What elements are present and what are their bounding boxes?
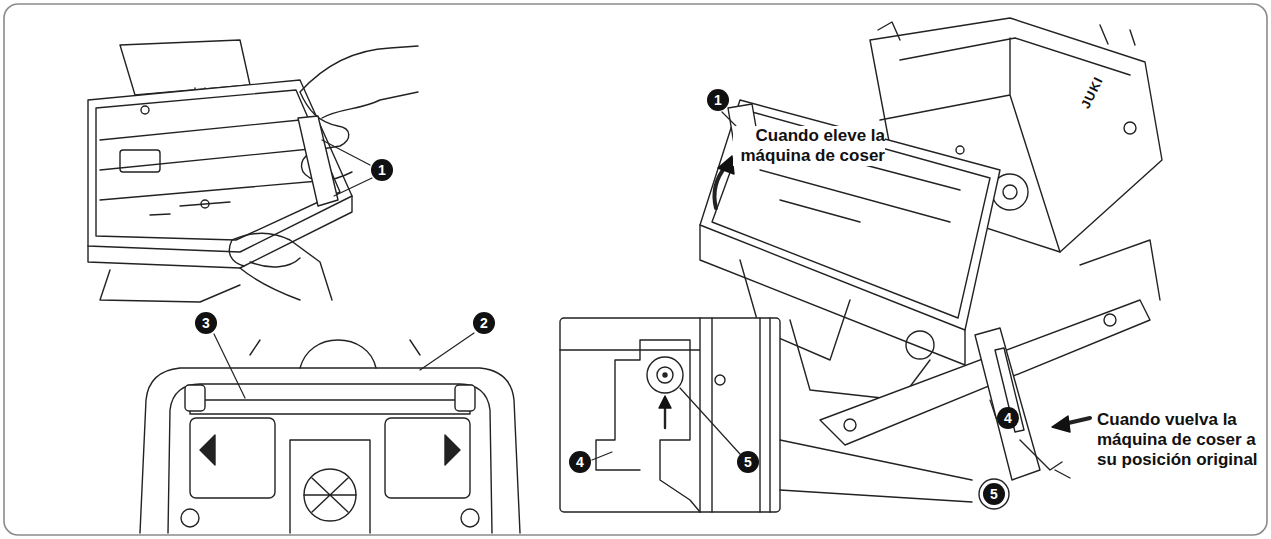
callout-number: 2 [473,312,495,334]
table-illustration [88,40,418,302]
callout-number: 5 [737,451,759,473]
callout-number: 5 [983,483,1005,505]
instruction-note: Cuando eleve la máquina de coser [733,126,885,166]
leader-lines [214,112,996,460]
callout-number: 4 [997,407,1019,429]
instruction-note: Cuando vuelva la máquina de coser a su p… [1097,410,1263,470]
callout-number: 4 [569,451,591,473]
inset-detail [560,318,972,512]
callout-number: 1 [371,159,393,181]
callout-number: 3 [195,312,217,334]
bed-front-illustration [140,340,520,533]
callout-number: 1 [707,89,729,111]
